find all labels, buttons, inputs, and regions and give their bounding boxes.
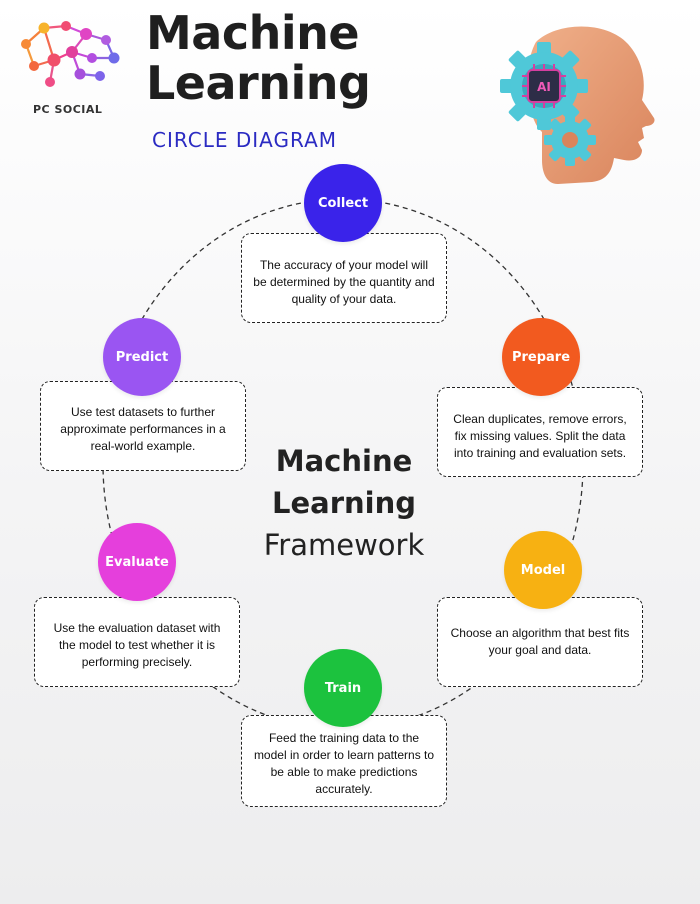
- stage-circle-predict: Predict: [103, 318, 181, 396]
- stage-description-train: Feed the training data to the model in o…: [241, 715, 447, 807]
- stage-circle-train: Train: [304, 649, 382, 727]
- center-title-line-3: Framework: [226, 524, 462, 566]
- center-title-line-2: Learning: [226, 482, 462, 524]
- stage-circle-prepare: Prepare: [502, 318, 580, 396]
- stage-description-prepare: Clean duplicates, remove errors, fix mis…: [437, 387, 643, 477]
- center-title: Machine Learning Framework: [226, 440, 462, 566]
- stage-description-evaluate: Use the evaluation dataset with the mode…: [34, 597, 240, 687]
- center-title-line-1: Machine: [226, 440, 462, 482]
- stage-circle-evaluate: Evaluate: [98, 523, 176, 601]
- stage-description-collect: The accuracy of your model will be deter…: [241, 233, 447, 323]
- stage-circle-model: Model: [504, 531, 582, 609]
- stage-circle-collect: Collect: [304, 164, 382, 242]
- stage-description-model: Choose an algorithm that best fits your …: [437, 597, 643, 687]
